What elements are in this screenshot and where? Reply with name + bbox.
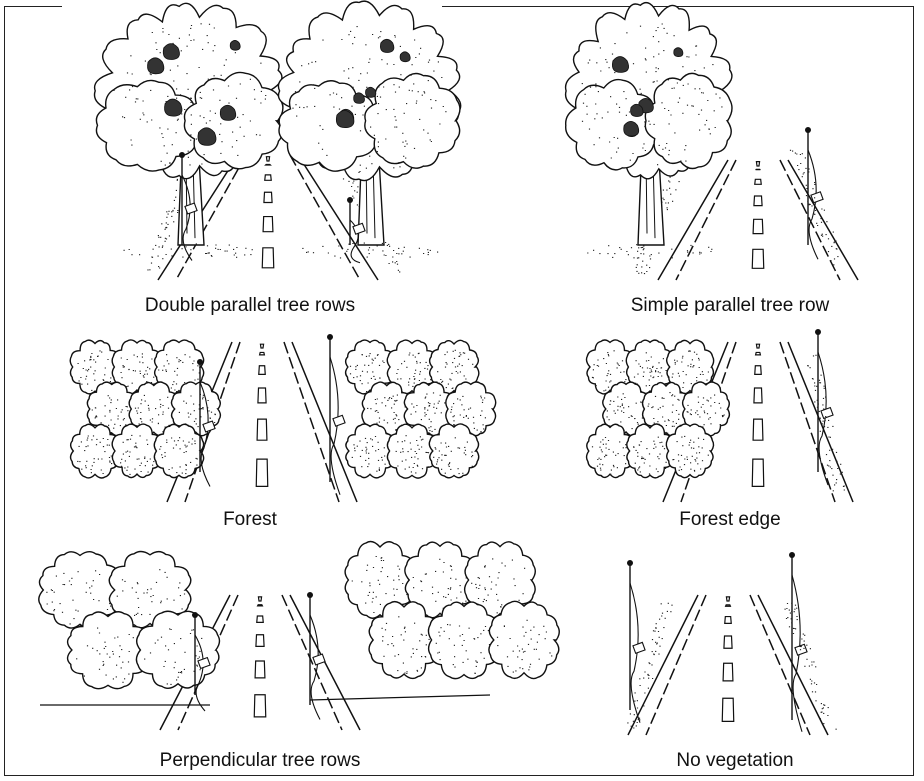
right-verge — [807, 355, 845, 491]
left-tree-row — [39, 551, 220, 688]
right-utility-pole — [789, 552, 807, 732]
perpendicular-tree-rows-illustration — [20, 535, 500, 735]
panel-perpendicular-tree-rows: Perpendicular tree rows — [20, 535, 500, 781]
panel-forest: Forest — [40, 322, 460, 534]
road — [658, 160, 858, 280]
right-forest — [346, 340, 496, 478]
panel-no-vegetation: No vegetation — [560, 535, 910, 781]
panel-simple-parallel-tree-row: Simple parallel tree row — [540, 10, 920, 322]
no-vegetation-illustration — [560, 535, 910, 735]
caption-forest: Forest — [40, 509, 460, 531]
right-utility-pole — [327, 334, 345, 495]
forest-edge-illustration — [540, 322, 920, 507]
left-verge — [627, 603, 672, 728]
left-utility-pole — [627, 560, 645, 723]
simple-parallel-tree-row-illustration — [540, 10, 920, 295]
left-forest — [586, 340, 729, 478]
caption-double-parallel-tree-rows: Double parallel tree rows — [40, 295, 460, 317]
right-tree — [278, 1, 460, 258]
forest-illustration — [40, 322, 460, 507]
left-utility-pole — [197, 359, 215, 487]
panel-double-parallel-tree-rows: Double parallel tree rows — [40, 10, 460, 322]
frame-top-gap — [62, 4, 442, 8]
caption-simple-parallel-tree-row: Simple parallel tree row — [540, 295, 920, 317]
right-ground-line — [310, 695, 490, 700]
double-parallel-tree-rows-illustration — [40, 10, 460, 295]
panel-forest-edge: Forest edge — [540, 322, 920, 534]
caption-perpendicular-tree-rows: Perpendicular tree rows — [20, 750, 500, 772]
right-tree-row — [345, 542, 559, 679]
caption-forest-edge: Forest edge — [540, 509, 920, 531]
tree — [566, 3, 732, 258]
caption-no-vegetation: No vegetation — [560, 750, 910, 772]
